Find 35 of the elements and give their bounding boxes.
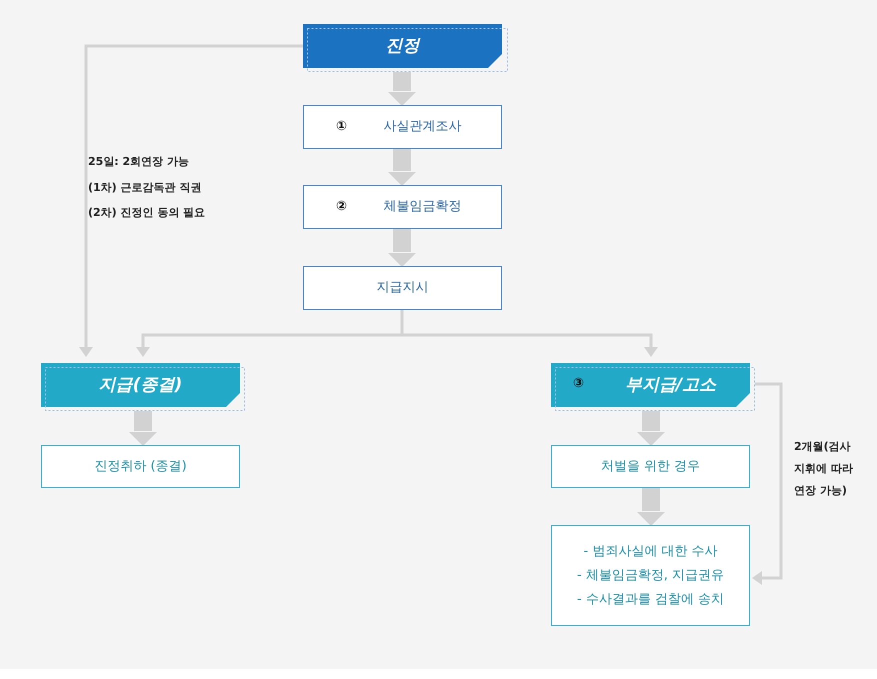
box-label: - 체불임금확정, 지급권유 xyxy=(576,566,726,584)
process-box xyxy=(303,185,502,229)
header-banner xyxy=(303,24,508,72)
process-box xyxy=(551,445,750,488)
banner-title: 지급(종결) xyxy=(98,374,184,397)
process-box xyxy=(303,266,502,310)
process-box xyxy=(41,445,240,488)
connector-arrow xyxy=(79,44,303,357)
process-box xyxy=(551,525,750,626)
connector-arrow xyxy=(752,382,782,585)
box-label: 체불임금확정 xyxy=(382,198,462,216)
block-arrow xyxy=(637,411,665,446)
note-text: (1차) 근로감독관 직권 xyxy=(88,180,202,196)
header-banner xyxy=(41,363,245,411)
step-number: ③ xyxy=(573,376,584,391)
block-arrow xyxy=(388,72,416,106)
header-banner xyxy=(551,363,755,411)
box-label: - 수사결과를 검찰에 송치 xyxy=(576,590,726,608)
banner-title: 진정 xyxy=(384,35,422,58)
step-number: ② xyxy=(336,199,348,214)
block-arrow xyxy=(388,229,416,267)
banner-title: 부지급/고소 xyxy=(624,374,718,397)
note-text: 2개월(검사 지휘에 따라 연장 가능) xyxy=(794,439,854,499)
step-number: ① xyxy=(336,119,348,134)
box-label: - 범죄사실에 대한 수사 xyxy=(582,542,719,560)
box-label: 처벌을 위한 경우 xyxy=(600,458,702,476)
block-arrow xyxy=(388,149,416,186)
process-box xyxy=(303,105,502,149)
block-arrow xyxy=(129,411,157,446)
box-label: 진정취하 (종결) xyxy=(93,458,188,476)
note-text: 25일: 2회연장 가능 xyxy=(88,154,190,170)
box-label: 지급지시 xyxy=(376,279,430,297)
block-arrow xyxy=(637,488,665,526)
note-text: (2차) 진정인 동의 필요 xyxy=(88,205,206,221)
box-label: 사실관계조사 xyxy=(382,118,462,136)
